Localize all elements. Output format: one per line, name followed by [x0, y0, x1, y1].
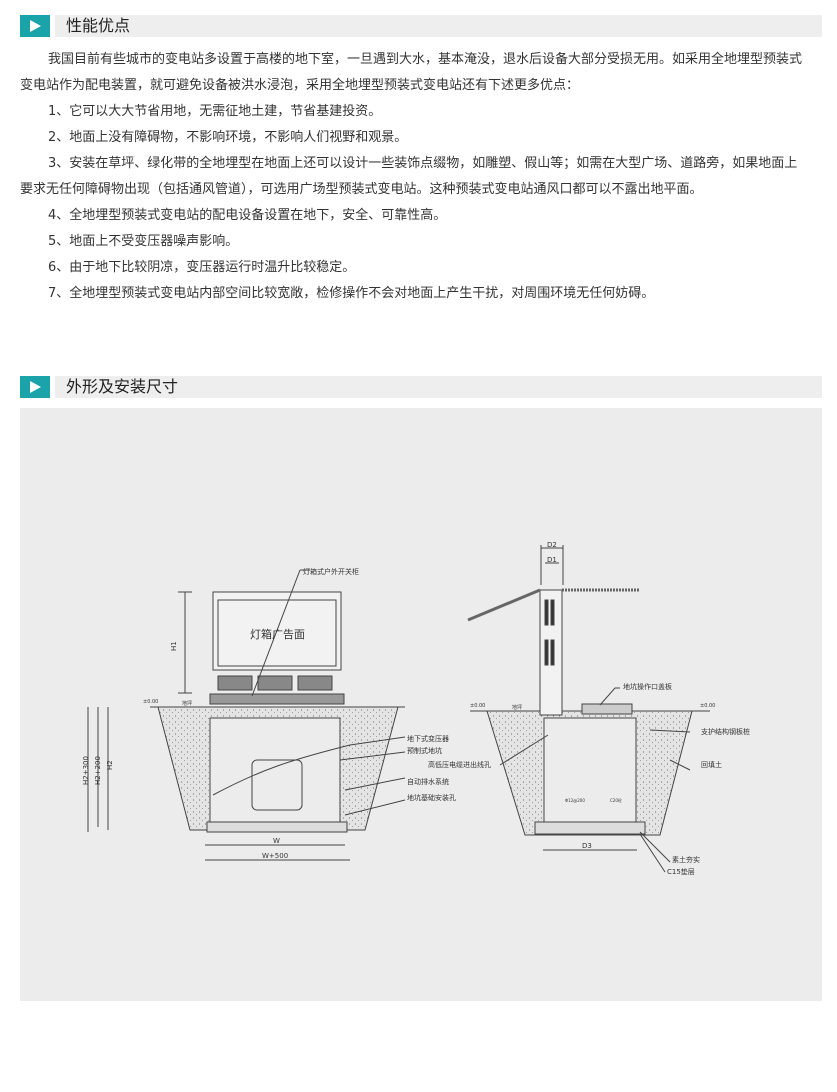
label-c15: C15垫层	[667, 867, 695, 876]
left-elevation: 灯箱式户外开关柜 灯箱广告面 H1 H2 H2+200 H2+300 W W+5…	[82, 567, 491, 861]
installation-diagram: 灯箱式户外开关柜 灯箱广告面 H1 H2 H2+200 H2+300 W W+5…	[20, 408, 822, 1001]
dim-d1: D1	[547, 556, 557, 564]
list-item: 6、由于地下比较阴凉，变压器运行时温升比较稳定。	[48, 260, 356, 275]
right-section: D2 D1 D3 地坑操作口盖板 支护结构钢板桩 回填土 素土夯实 C15垫层 …	[467, 541, 750, 876]
list-item: 2、地面上没有障碍物，不影响环境，不影响人们视野和观景。	[48, 130, 408, 145]
dim-h1: H1	[170, 641, 178, 651]
list-item: 3、安装在草坪、绿化带的全地埋型在地面上还可以设计一些装饰点缀物，如雕塑、假山等…	[48, 156, 798, 171]
label-pit: 预制式地坑	[407, 746, 442, 755]
label-pile: 支护结构钢板桩	[701, 727, 750, 736]
label-zero: ±0.00	[470, 703, 485, 709]
dim-h2: H2	[106, 760, 114, 770]
label-soil: 素土夯实	[672, 855, 700, 864]
dim-d2: D2	[547, 541, 557, 549]
label-rebar: Φ12@200	[565, 798, 585, 803]
section-title: 外形及安装尺寸	[66, 377, 179, 396]
label-zero: ±0.00	[700, 703, 715, 709]
label-ad-panel: 灯箱广告面	[250, 627, 305, 641]
list-item: 1、它可以大大节省用地，无需征地土建，节省基建投资。	[48, 104, 382, 119]
label-transformer: 地下式变压器	[407, 734, 449, 743]
dim-w: W	[273, 837, 280, 845]
play-arrow-icon	[20, 15, 50, 37]
label-cabinet: 灯箱式户外开关柜	[303, 567, 359, 576]
paragraph: 我国目前有些城市的变电站多设置于高楼的地下室，一旦遇到大水，基本淹没，退水后设备…	[48, 52, 803, 67]
advantages-text: 我国目前有些城市的变电站多设置于高楼的地下室，一旦遇到大水，基本淹没，退水后设备…	[20, 47, 825, 307]
label-c20: C20砼	[610, 797, 622, 803]
list-item: 5、地面上不受变压器噪声影响。	[48, 234, 239, 249]
list-item: 4、全地埋型预装式变电站的配电设备设置在地下，安全、可靠性高。	[48, 208, 447, 223]
play-arrow-icon	[20, 376, 50, 398]
dim-d3: D3	[582, 842, 592, 850]
section-title: 性能优点	[66, 16, 131, 35]
dim-w500: W+500	[262, 852, 288, 860]
label-floor: 地坪	[512, 704, 522, 711]
section-header-dimensions: 外形及安装尺寸	[20, 376, 822, 398]
label-install-hole: 地坑基础安装孔	[407, 793, 456, 802]
label-drain: 自动排水系统	[407, 777, 449, 786]
dim-h2-300: H2+300	[82, 756, 90, 785]
paragraph: 变电站作为配电装置，就可避免设备被洪水浸泡，采用全地埋型预装式变电站还有下述更多…	[20, 78, 580, 93]
list-item: 7、全地埋型预装式变电站内部空间比较宽敞，检修操作不会对地面上产生干扰，对周围环…	[48, 286, 655, 301]
label-cover: 地坑操作口盖板	[623, 682, 672, 691]
label-cable-hole: 高低压电缆进出线孔	[428, 760, 491, 769]
label-backfill: 回填土	[701, 760, 722, 769]
list-item: 要求无任何障碍物出现（包括通风管道），可选用广场型预装式变电站。这种预装式变电站…	[20, 182, 703, 197]
label-floor: 地坪	[182, 700, 192, 707]
section-header-performance: 性能优点	[20, 15, 822, 37]
label-zero: ±0.00	[143, 699, 158, 705]
dim-h2-200: H2+200	[94, 756, 102, 785]
